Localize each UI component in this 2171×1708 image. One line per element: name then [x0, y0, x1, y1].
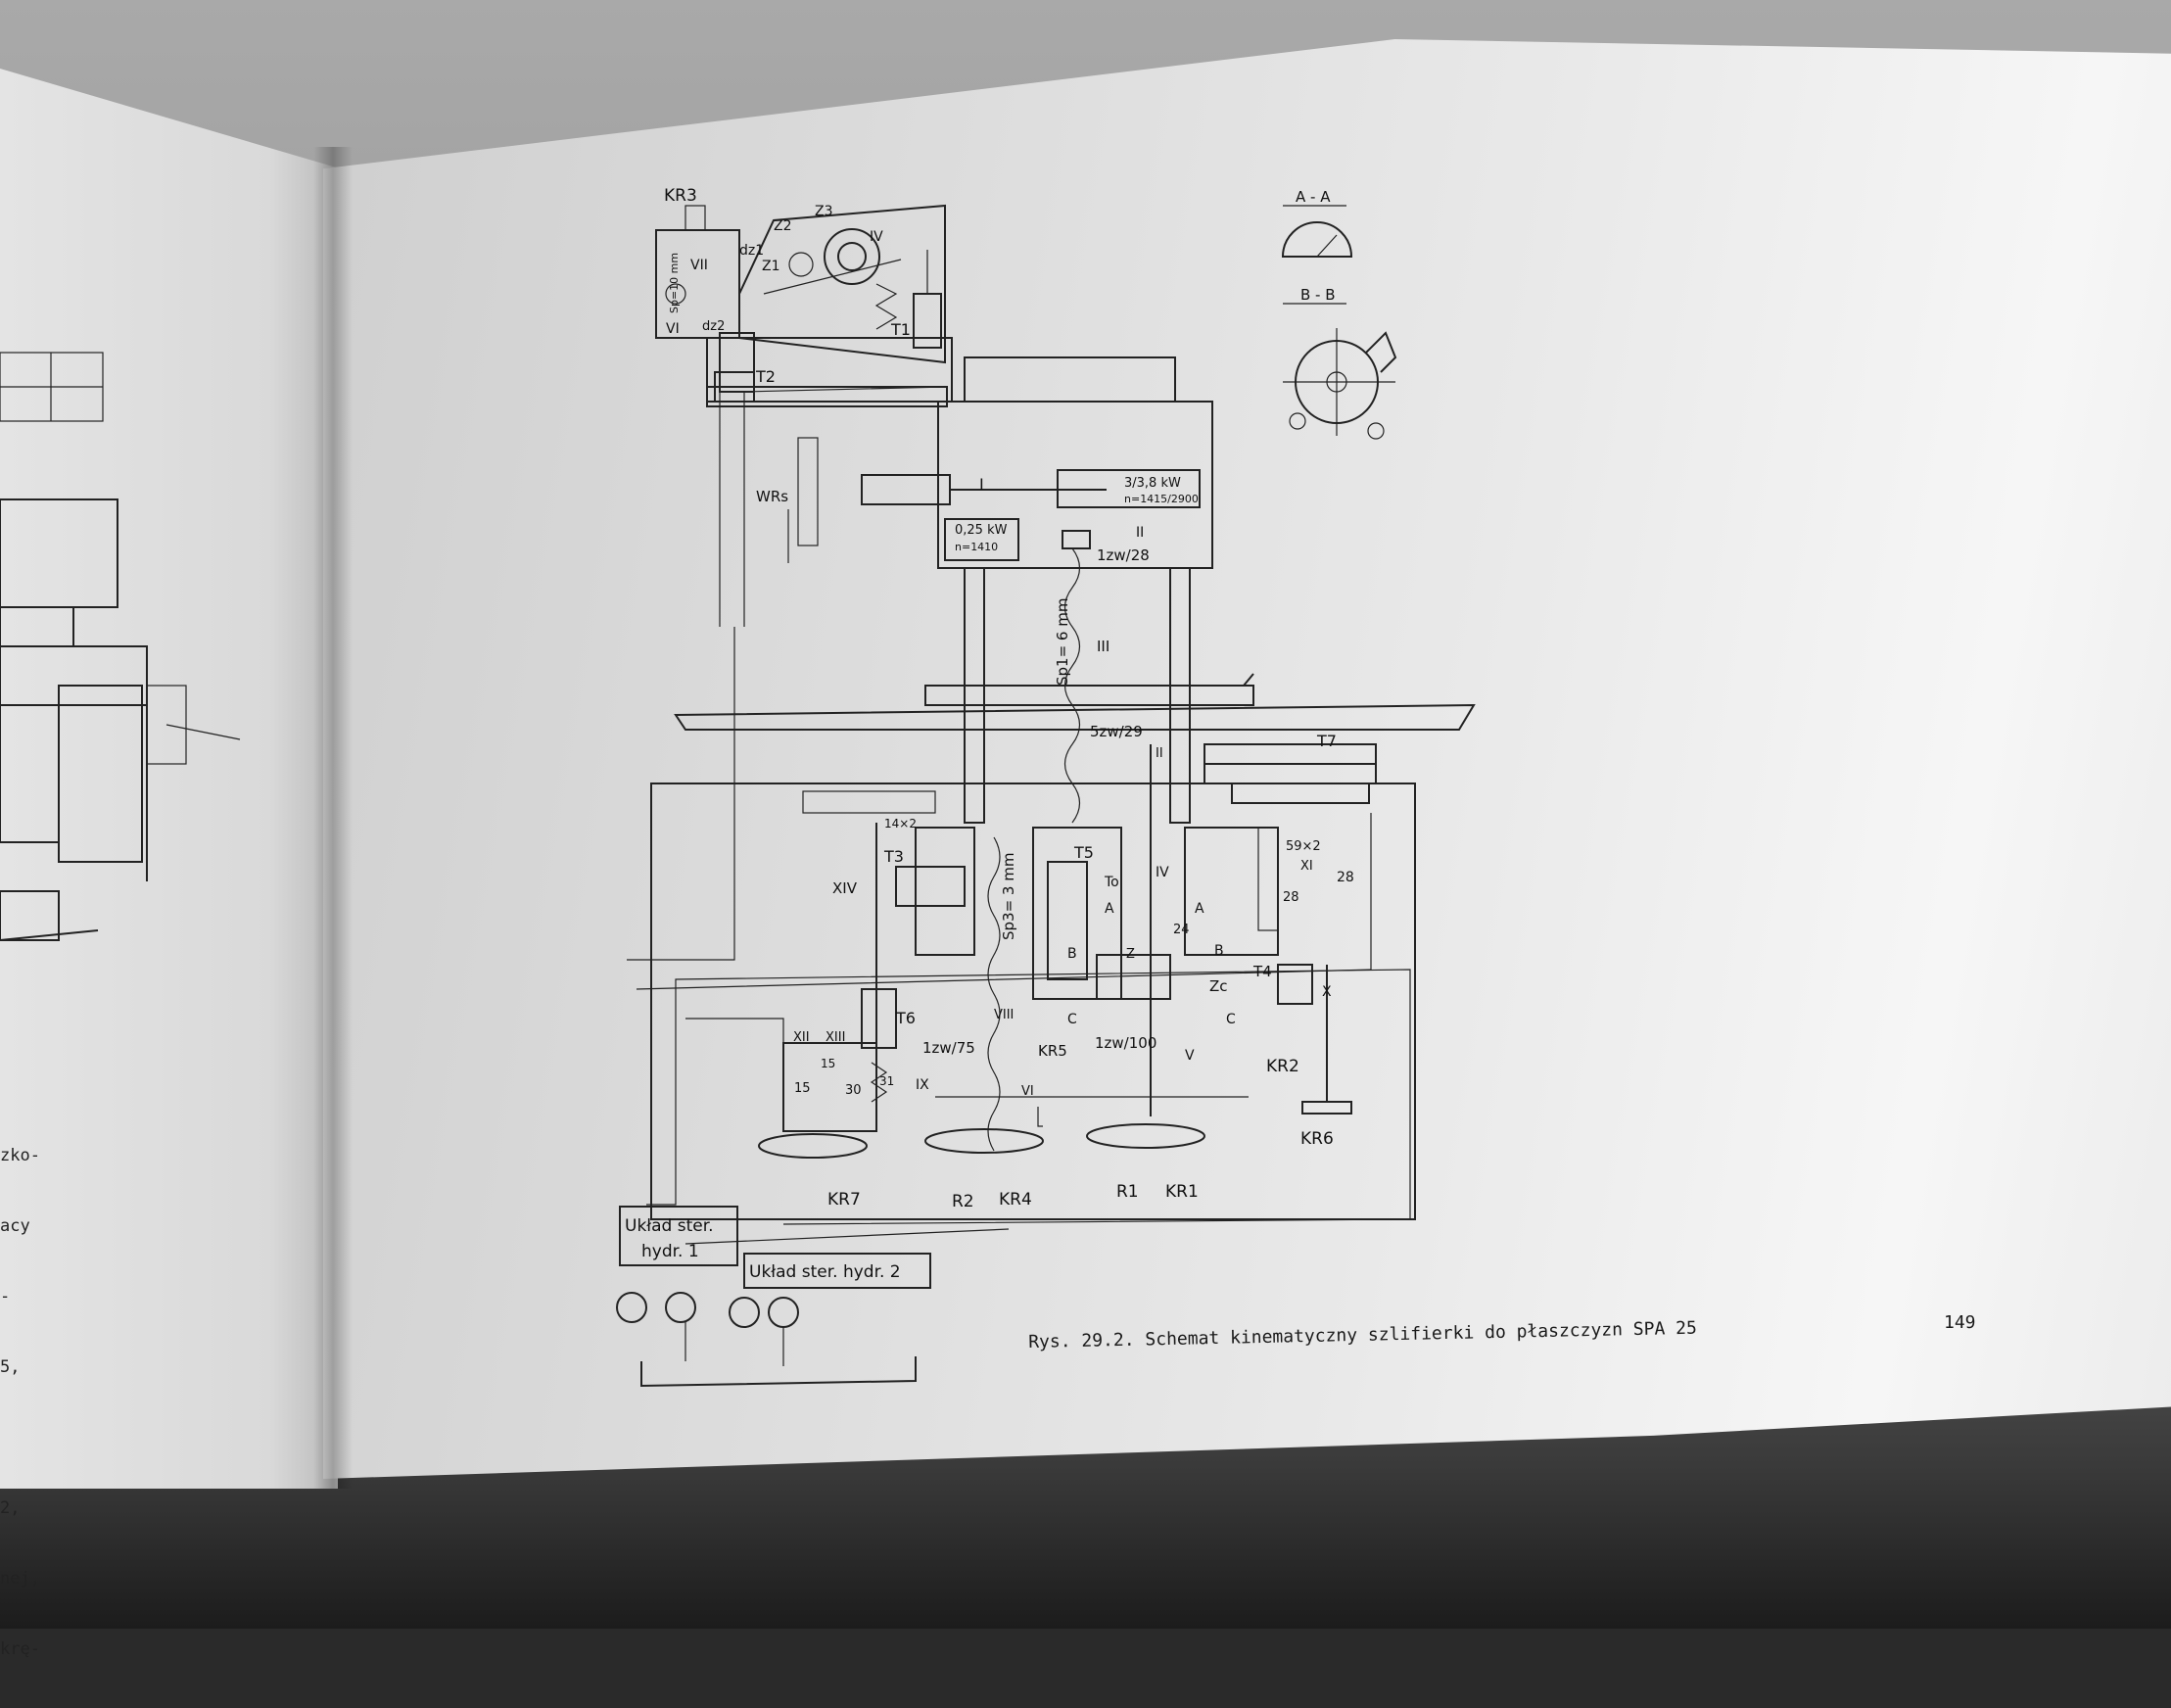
fragment-line: -: [0, 1287, 11, 1306]
label-kr1: KR1: [1165, 1182, 1199, 1202]
label-t5: T5: [1073, 843, 1094, 862]
right-page: [323, 39, 2171, 1479]
label-31: 31: [879, 1074, 894, 1088]
motor-small-power: 0,25 kW: [955, 523, 1008, 538]
motor-small-speed: n=1410: [955, 541, 998, 553]
label-v: V: [1185, 1048, 1195, 1064]
label-sp-small: Sp=10 mm: [668, 253, 681, 313]
label-to: To: [1104, 875, 1119, 890]
label-vi: VI: [666, 321, 680, 337]
label-xiii: XIII: [826, 1030, 845, 1045]
label-ix: IX: [916, 1077, 929, 1093]
motor-main-power: 3/3,8 kW: [1124, 476, 1181, 491]
label-vi-low: VI: [1021, 1084, 1034, 1099]
label-kr6: KR6: [1300, 1129, 1334, 1149]
fragment-line: 2,: [0, 1498, 21, 1518]
label-iv: IV: [1156, 865, 1169, 880]
label-t6: T6: [895, 1009, 916, 1027]
label-z3: Z3: [815, 204, 833, 219]
label-b-left: B: [1067, 946, 1077, 962]
label-c-right: C: [1226, 1012, 1236, 1027]
label-x: X: [1322, 984, 1332, 1000]
hyd2-label: Układ ster. hydr. 2: [749, 1262, 901, 1282]
label-b-right: B: [1214, 943, 1224, 959]
label-1zw100: 1zw/100: [1095, 1034, 1156, 1052]
label-z1: Z1: [762, 259, 780, 274]
label-r1: R1: [1116, 1182, 1139, 1202]
label-z: Z: [1126, 947, 1135, 962]
grinding-head-arm: [655, 204, 953, 407]
label-sp3: Sp3= 3 mm: [1000, 853, 1017, 940]
label-dz2: dz2: [702, 319, 725, 334]
hyd1-line2: hydr. 1: [641, 1242, 699, 1261]
machine-column: [787, 356, 1213, 824]
left-page-drawing: [0, 352, 241, 941]
label-59x2: 59×2: [1286, 839, 1321, 854]
left-page: [0, 69, 338, 1489]
label-zc: Zc: [1209, 977, 1228, 995]
label-15a: 15: [821, 1057, 835, 1070]
label-28a: 28: [1337, 870, 1354, 885]
label-r2: R2: [952, 1192, 974, 1211]
label-kr3: KR3: [664, 186, 697, 206]
label-28b: 28: [1283, 890, 1299, 905]
sec-aa-label: A - A: [1296, 188, 1331, 206]
label-xi: XI: [1300, 859, 1313, 874]
label-t7: T7: [1316, 732, 1337, 750]
hyd1-line1: Układ ster.: [625, 1216, 714, 1236]
work-table: [674, 673, 1476, 804]
feed-gearbox: [650, 744, 1416, 1220]
motor-main-speed: n=1415/2900: [1124, 493, 1199, 505]
label-t1: T1: [890, 320, 911, 339]
hydraulic-lines: [627, 386, 1411, 1245]
label-t3: T3: [883, 847, 904, 866]
page-number: 149: [1944, 1312, 1976, 1333]
hydraulic-units: [616, 1206, 931, 1388]
kinematic-diagram: A - A B - B KR3 Z3 Z2 IV dz1 Z1 VII VI d…: [0, 186, 1476, 1388]
label-z2: Z2: [774, 218, 792, 234]
figure-number: Rys. 29.2.: [1028, 1329, 1135, 1352]
section-views: [1281, 205, 1397, 440]
label-xiv: XIV: [832, 879, 858, 897]
label-vii: VII: [690, 258, 708, 273]
label-xii: XII: [793, 1030, 810, 1045]
label-kr4: KR4: [999, 1190, 1032, 1210]
label-iv-top: IV: [870, 229, 883, 245]
label-kr2: KR2: [1266, 1057, 1299, 1076]
book-gutter: [313, 147, 353, 1489]
fragment-line: acy: [0, 1216, 30, 1236]
photo-scene: zko- acy - 5, 2, nej, krę-: [0, 0, 2171, 1629]
label-kr7: KR7: [827, 1190, 861, 1210]
label-t4: T4: [1252, 963, 1272, 980]
label-5zw29: 5zw/29: [1090, 723, 1143, 740]
label-c-left: C: [1067, 1012, 1077, 1027]
label-a-right: A: [1195, 901, 1204, 917]
label-1zw75: 1zw/75: [922, 1039, 975, 1057]
label-ii-top: II: [1136, 525, 1144, 541]
label-15b: 15: [794, 1081, 811, 1096]
fragment-line: nej,: [0, 1569, 40, 1589]
sec-bb-label: B - B: [1300, 286, 1336, 304]
label-1zw28: 1zw/28: [1097, 546, 1150, 564]
fragment-line: zko-: [0, 1146, 40, 1165]
label-24: 24: [1173, 923, 1190, 937]
label-kr5: KR5: [1038, 1042, 1067, 1060]
diagram-labels: A - A B - B KR3 Z3 Z2 IV dz1 Z1 VII VI d…: [625, 186, 1354, 1282]
label-t2: T2: [755, 367, 776, 386]
label-a-left: A: [1105, 901, 1114, 917]
label-sp1: Sp1= 6 mm: [1054, 598, 1071, 686]
label-dz1: dz1: [739, 243, 764, 259]
fragment-line: 5,: [0, 1357, 21, 1377]
label-wrs: WRs: [756, 488, 788, 505]
fragment-line: krę-: [0, 1639, 40, 1659]
label-ii: II: [1156, 746, 1163, 761]
label-iii: III: [1097, 638, 1109, 655]
label-i: I: [979, 475, 984, 494]
label-14x2: 14×2: [884, 817, 917, 830]
label-viii: VIII: [994, 1008, 1014, 1022]
label-30: 30: [845, 1083, 862, 1098]
